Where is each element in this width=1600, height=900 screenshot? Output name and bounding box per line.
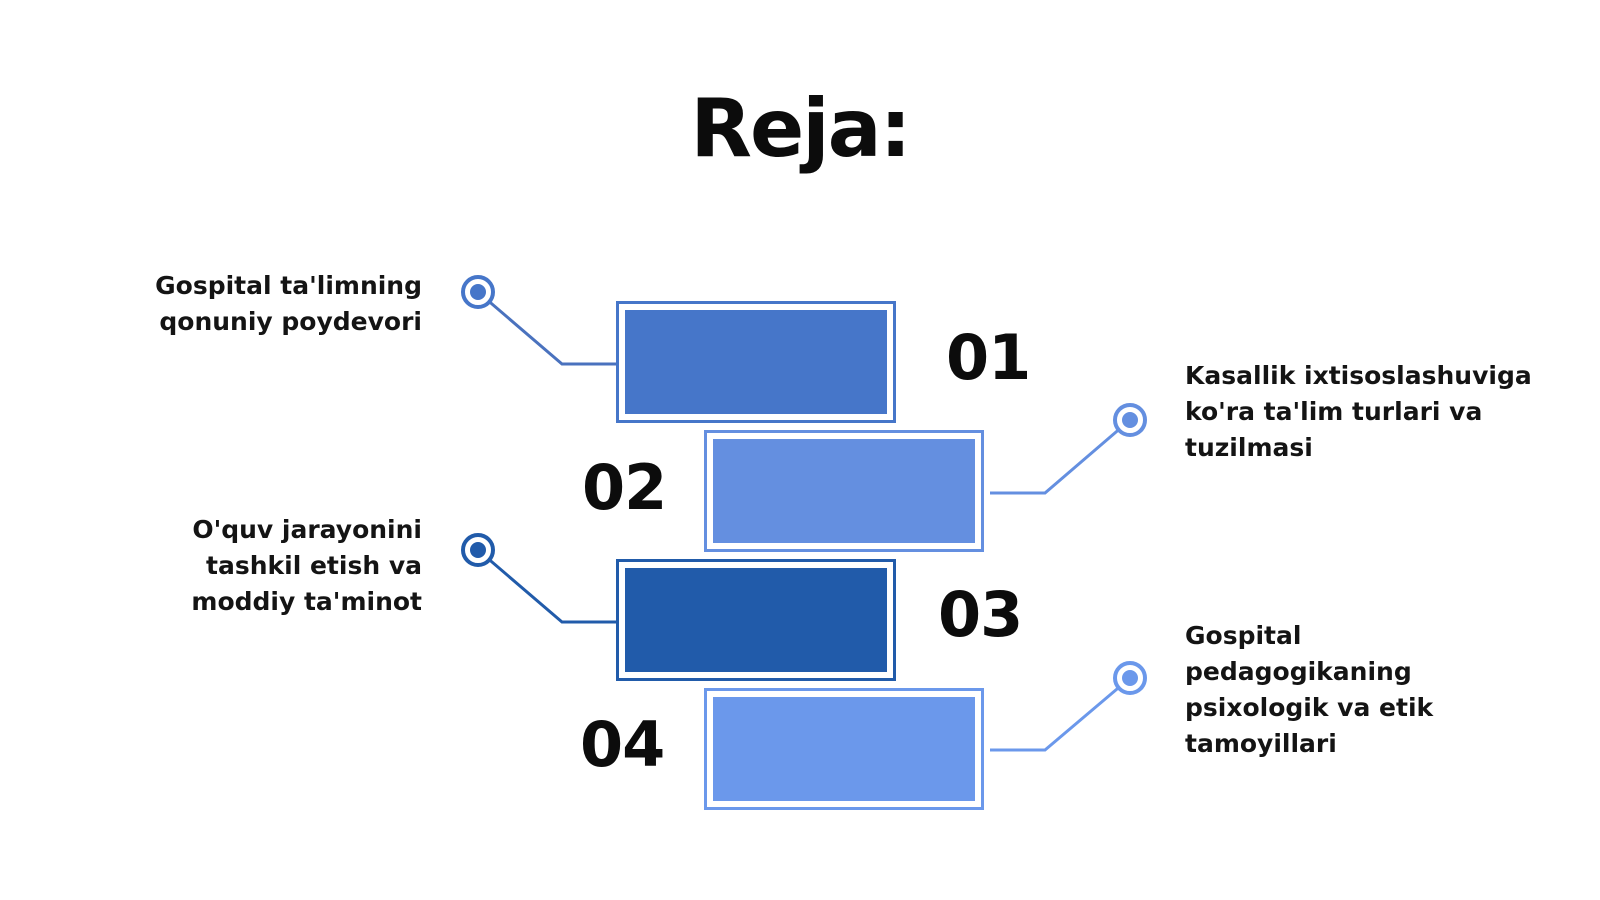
page-title: Reja: <box>690 82 911 175</box>
step-label-02: Kasallik ixtisoslashuviga ko'ra ta'lim t… <box>1185 361 1532 462</box>
step-label-03: O'quv jarayonini tashkil etish va moddiy… <box>191 515 422 616</box>
step-block-02 <box>704 430 984 552</box>
step-block-04-fill <box>713 697 975 801</box>
step-block-02-fill <box>713 439 975 543</box>
step-number-03: 03 <box>938 578 1023 651</box>
step-label-01: Gospital ta'limning qonuniy poydevori <box>155 271 422 336</box>
step-label-04: Gospital pedagogikaning psixologik va et… <box>1185 621 1434 758</box>
step-block-01 <box>616 301 896 423</box>
step-number-02: 02 <box>582 451 667 524</box>
connector-line-02 <box>990 418 1131 495</box>
connector-line-04 <box>990 676 1131 752</box>
step-number-01: 01 <box>946 321 1031 394</box>
connector-line-01 <box>477 290 616 366</box>
connector-line-03 <box>477 548 616 624</box>
step-block-04 <box>704 688 984 810</box>
step-block-01-fill <box>625 310 887 414</box>
step-block-03-fill <box>625 568 887 672</box>
step-block-03 <box>616 559 896 681</box>
step-number-04: 04 <box>580 708 665 781</box>
